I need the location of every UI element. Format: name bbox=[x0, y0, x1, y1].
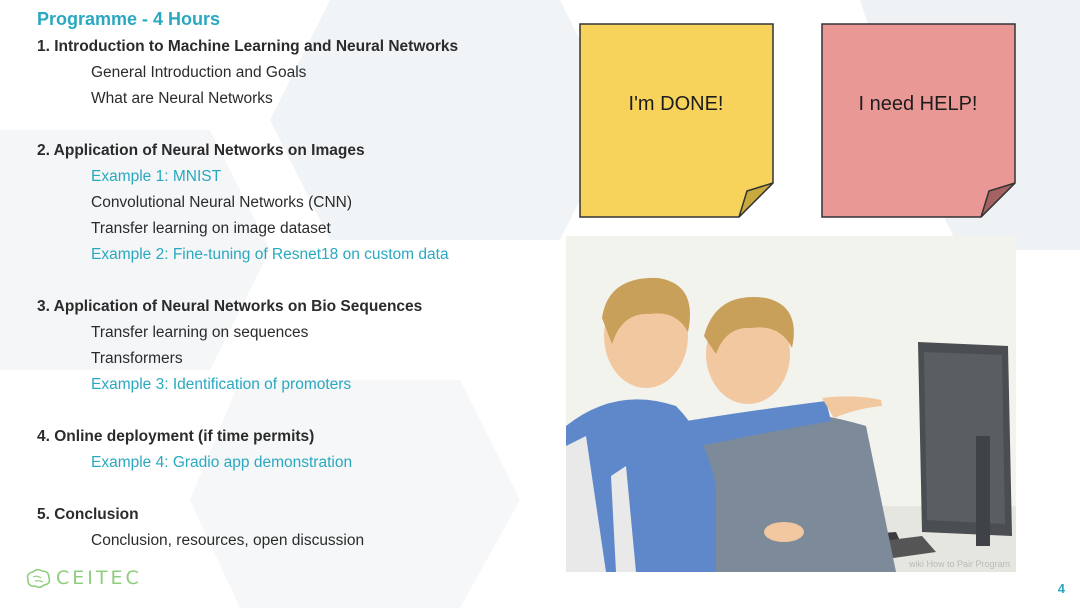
logo-text: CEITEC bbox=[56, 567, 142, 589]
agenda-item: General Introduction and Goals bbox=[91, 64, 307, 81]
done-sticky-note: I'm DONE! bbox=[579, 23, 774, 218]
example-item: Example 1: MNIST bbox=[91, 168, 222, 185]
agenda: 1. Introduction to Machine Learning and … bbox=[37, 38, 557, 558]
pair-programming-illustration: wiki How to Pair Program bbox=[566, 236, 1016, 572]
brain-logo-icon bbox=[26, 568, 51, 589]
section-1-title: 1. Introduction to Machine Learning and … bbox=[37, 38, 459, 55]
agenda-item: What are Neural Networks bbox=[91, 90, 273, 107]
example-item: Example 2: Fine-tuning of Resnet18 on cu… bbox=[91, 246, 449, 263]
page-number: 4 bbox=[1057, 581, 1065, 596]
agenda-item: Transfer learning on image dataset bbox=[91, 220, 331, 237]
section-2-title: 2. Application of Neural Networks on Ima… bbox=[37, 142, 365, 159]
section-4-title: 4. Online deployment (if time permits) bbox=[37, 428, 315, 445]
done-note-label: I'm DONE! bbox=[628, 93, 724, 115]
illustration-watermark: wiki How to Pair Program bbox=[908, 559, 1010, 569]
agenda-item: Convolutional Neural Networks (CNN) bbox=[91, 194, 353, 211]
help-sticky-note: I need HELP! bbox=[821, 23, 1016, 218]
help-note-label: I need HELP! bbox=[858, 93, 978, 115]
example-item: Example 3: Identification of promoters bbox=[91, 376, 352, 393]
slide-title: Programme - 4 Hours bbox=[37, 9, 221, 29]
section-3-title: 3. Application of Neural Networks on Bio… bbox=[37, 298, 423, 315]
example-item: Example 4: Gradio app demonstration bbox=[91, 454, 353, 471]
section-5-title: 5. Conclusion bbox=[37, 506, 139, 523]
agenda-item: Transfer learning on sequences bbox=[91, 324, 309, 341]
ceitec-logo: CEITEC bbox=[24, 567, 184, 591]
agenda-item: Transformers bbox=[91, 350, 183, 367]
agenda-item: Conclusion, resources, open discussion bbox=[91, 532, 365, 549]
